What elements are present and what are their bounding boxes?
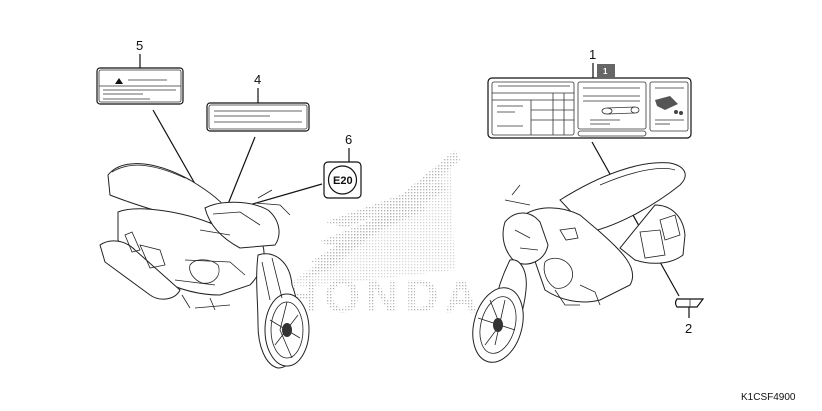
callout-1-badge-text: 1	[603, 67, 608, 76]
label-1-info-panel	[487, 77, 692, 139]
callout-1: 1	[589, 47, 596, 62]
label-5-caution	[96, 67, 184, 105]
callout-6: 6	[345, 132, 352, 147]
warning-triangle-icon	[115, 78, 123, 84]
callout-1-badge	[597, 64, 615, 78]
honda-watermark-text: HONDA	[285, 270, 484, 322]
label-2-tab	[674, 298, 705, 308]
e20-text: E20	[333, 175, 353, 187]
label-4	[206, 102, 310, 132]
callout-4: 4	[254, 72, 261, 87]
motorcycle-right-view	[472, 162, 686, 363]
parts-sketch-icon	[655, 96, 678, 110]
honda-wing-watermark: HONDA	[285, 150, 484, 322]
callout-2: 2	[685, 321, 692, 336]
figure-code: K1CSF4900	[741, 392, 796, 403]
motorcycle-left-view	[99, 163, 310, 369]
callout-5: 5	[136, 38, 143, 53]
label-6-e20: E20	[323, 161, 362, 199]
